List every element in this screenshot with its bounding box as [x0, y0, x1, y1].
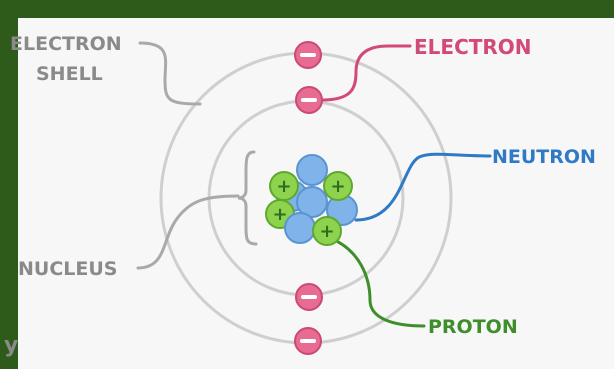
electron-label: ELECTRON — [414, 35, 532, 59]
electron-pointer — [320, 44, 412, 102]
proton-label: PROTON — [428, 316, 518, 338]
svg-text:+: + — [272, 204, 287, 225]
proton-particle: + — [323, 171, 353, 201]
edge-fragment-text: y — [4, 333, 18, 358]
electron-shell-label-line2: SHELL — [36, 63, 103, 85]
neutron-particle — [284, 212, 316, 244]
nucleus-label: NUCLEUS — [18, 258, 117, 280]
svg-text:+: + — [330, 176, 345, 197]
nucleus-pointer — [136, 194, 240, 270]
neutron-pointer — [354, 152, 492, 222]
neutron-particle — [296, 154, 328, 186]
proton-particle: + — [269, 171, 299, 201]
electron-particle — [295, 283, 323, 311]
svg-text:+: + — [276, 176, 291, 197]
nucleus: + + + + — [265, 154, 358, 246]
nucleus-bracket — [237, 150, 258, 246]
electron-particle — [295, 86, 323, 114]
electron-particle — [294, 327, 322, 355]
proton-particle: + — [312, 216, 342, 246]
electron-particle — [294, 41, 322, 69]
neutron-label: NEUTRON — [492, 146, 596, 168]
electron-shell-label-line1: ELECTRON — [10, 33, 122, 55]
proton-pointer — [328, 236, 426, 328]
neutron-particle — [296, 186, 328, 218]
svg-text:+: + — [319, 221, 334, 242]
electron-shell-pointer — [138, 41, 202, 106]
